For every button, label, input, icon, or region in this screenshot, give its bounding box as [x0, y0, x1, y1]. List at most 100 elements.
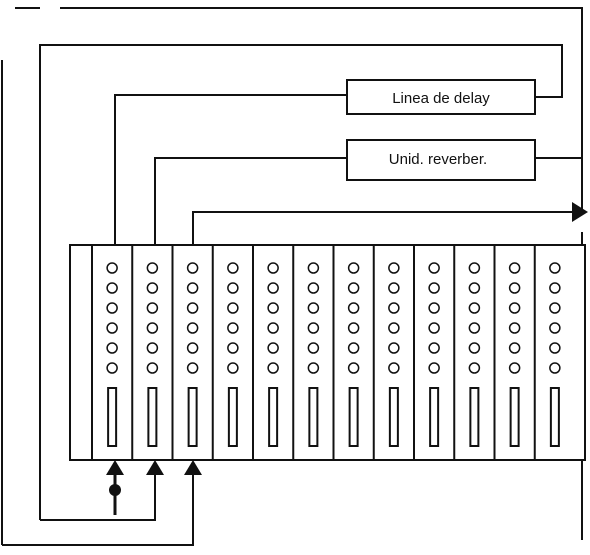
mixer-body: [69, 244, 586, 461]
channel-knob: [186, 342, 199, 354]
channel-strip: [211, 245, 239, 460]
channel-knob: [468, 282, 481, 294]
channel-knob: [468, 302, 481, 314]
channel-knob: [549, 322, 561, 334]
channel-knob: [106, 262, 118, 274]
channel-knob: [186, 282, 199, 294]
channel-knob: [388, 262, 400, 274]
channel-knob: [186, 262, 199, 274]
channel-knob: [347, 302, 360, 314]
channel-fader: [509, 387, 520, 447]
channel-knob: [549, 362, 561, 374]
channel-strip: [453, 245, 481, 460]
channel-strip: [413, 245, 440, 460]
channel-knob: [106, 342, 118, 354]
channel-knob: [146, 262, 159, 274]
channel-strip: [493, 245, 521, 460]
channel-knob: [347, 342, 360, 354]
channel-knob: [508, 282, 521, 294]
channel-knob: [146, 322, 159, 334]
channel-knob: [227, 342, 239, 354]
channel-knob: [267, 262, 279, 274]
channel-knob: [468, 362, 481, 374]
channel-strip: [106, 262, 118, 447]
mixer-channels: [106, 245, 561, 460]
channel-strip: [332, 245, 360, 460]
channel-knob: [267, 302, 279, 314]
channel-knob: [549, 342, 561, 354]
channel-strip: [372, 245, 400, 460]
channel-fader: [268, 387, 279, 447]
channel-fader: [308, 387, 319, 447]
channel-fader: [147, 387, 158, 447]
aux-send-arrow-icon: [572, 202, 588, 222]
delay-line-box: Linea de delay: [346, 79, 536, 115]
channel-knob: [428, 262, 440, 274]
channel-strip: [252, 245, 279, 460]
channel-knob: [106, 302, 118, 314]
channel-knob: [347, 322, 360, 334]
channel-knob: [106, 322, 118, 334]
channel-knob: [468, 342, 481, 354]
channel-knob: [267, 322, 279, 334]
reverb-send-line: [154, 157, 347, 245]
channel-knob: [549, 302, 561, 314]
channel-knob: [146, 342, 159, 354]
channel-knob: [186, 302, 199, 314]
channel-knob: [227, 362, 239, 374]
channel-knob: [307, 362, 320, 374]
channel-knob: [508, 342, 521, 354]
channel-knob: [347, 262, 360, 274]
channel-knob: [227, 282, 239, 294]
channel-knob: [549, 282, 561, 294]
channel-knob: [508, 322, 521, 334]
channel-knob: [428, 322, 440, 334]
channel-knob: [267, 282, 279, 294]
channel-knob: [267, 342, 279, 354]
channel-fader: [348, 387, 359, 447]
channel-knob: [468, 322, 481, 334]
channel-knob: [307, 302, 320, 314]
delay-output-line: [39, 44, 563, 520]
channel-knob: [549, 262, 561, 274]
delay-return-line: [40, 470, 156, 521]
channel-knob: [428, 342, 440, 354]
channel-knob: [428, 362, 440, 374]
channel-fader: [429, 387, 440, 447]
channel-knob: [508, 262, 521, 274]
delay-line-label: Linea de delay: [392, 90, 490, 107]
reverb-return-arrow-icon: [184, 460, 202, 475]
channel-strip: [171, 245, 199, 460]
channel-1-input: [106, 460, 124, 515]
mixer-console: [69, 244, 586, 461]
channel-fader: [469, 387, 480, 447]
channel-knob: [388, 282, 400, 294]
channel-strip: [292, 245, 320, 460]
channel-knob: [347, 362, 360, 374]
channel-fader: [549, 387, 560, 447]
channel-knob: [347, 282, 360, 294]
channel-knob: [388, 302, 400, 314]
channel-knob: [388, 362, 400, 374]
aux-send-line: [192, 211, 572, 245]
channel-knob: [508, 302, 521, 314]
delay-return-arrow-icon: [146, 460, 164, 475]
channel-fader: [107, 387, 118, 447]
channel-knob: [227, 262, 239, 274]
channel-fader: [227, 387, 238, 447]
channel-knob: [307, 342, 320, 354]
channel-knob: [186, 362, 199, 374]
channel-knob: [106, 282, 118, 294]
channel-fader: [187, 387, 198, 447]
channel-knob: [267, 362, 279, 374]
channel-knob: [307, 262, 320, 274]
channel-knob: [307, 322, 320, 334]
channel-knob: [428, 282, 440, 294]
channel-knob: [146, 302, 159, 314]
delay-send-line: [114, 94, 347, 245]
channel-strip: [131, 245, 159, 460]
channel-knob: [227, 322, 239, 334]
channel-knob: [428, 302, 440, 314]
channel-knob: [388, 342, 400, 354]
